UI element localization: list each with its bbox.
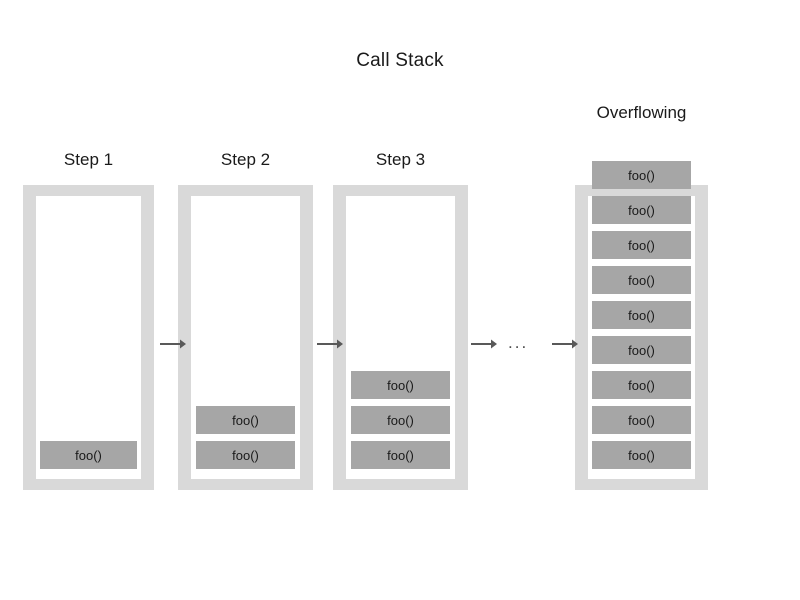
stack-frame: foo() [592,266,691,294]
stack-frame: foo() [592,196,691,224]
stack-frame: foo() [592,231,691,259]
flow-arrow-icon [317,337,343,351]
stack-frame: foo() [351,371,450,399]
stack-frame: foo() [196,441,295,469]
stack-label-step-3: Step 3 [375,150,426,169]
stack-frame: foo() [592,336,691,364]
stack-label-overflowing: Overflowing [596,103,687,122]
stack-interior-step-2 [191,196,300,479]
stack-interior-step-3 [346,196,455,479]
flow-arrow-icon [471,337,497,351]
stack-label-step-1: Step 1 [63,150,114,169]
stack-frame: foo() [592,161,691,189]
stack-frame: foo() [592,406,691,434]
stack-frame: foo() [592,441,691,469]
stack-interior-step-1 [36,196,141,479]
stack-frame: foo() [196,406,295,434]
stack-frame: foo() [592,301,691,329]
ellipsis-separator: ... [508,333,529,352]
stack-frame: foo() [592,371,691,399]
stack-frame: foo() [40,441,137,469]
diagram-title: Call Stack [356,50,444,71]
flow-arrow-icon [160,337,186,351]
stack-frame: foo() [351,441,450,469]
flow-arrow-icon [552,337,578,351]
stack-label-step-2: Step 2 [220,150,271,169]
stack-frame: foo() [351,406,450,434]
